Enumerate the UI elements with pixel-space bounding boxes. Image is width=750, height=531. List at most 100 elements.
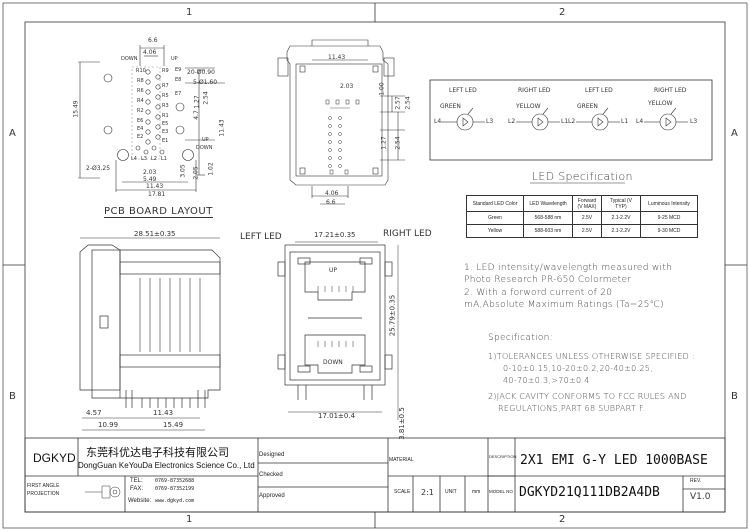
front-view (277, 241, 399, 420)
note-line: Photo Research PR-650 Colormeter (464, 275, 632, 285)
led-spec-header: Forward (V MAX) (572, 195, 602, 212)
first-angle-label: FIRST ANGLE (27, 483, 60, 489)
website-url: www.dgkyd.com (155, 498, 195, 504)
side-view (79, 237, 221, 431)
dim-17-21: 17.21±0.35 (314, 231, 356, 239)
table-row: Yellow 588-603 nm 2.5V 2.1-2.2V 9-30 MCD (466, 224, 698, 238)
dim-4-06: 4.06 (143, 49, 157, 56)
dim-4-57: 4.57 (86, 409, 102, 417)
dim-4-7: 4.7 (192, 110, 200, 120)
company-name-cn: 东莞科优达电子科技有限公司 (86, 447, 229, 459)
pin-e2: E2 (137, 134, 144, 140)
scale-label: SCALE (394, 489, 411, 495)
led-spec-cell: 588-603 nm (523, 224, 573, 238)
led-spec-cell: 2.1-2.2V (601, 211, 641, 225)
tel-number: 0769-87352688 (155, 478, 195, 484)
pin-l3: L3 (141, 156, 147, 162)
led-spec-header: Typical (V TYP) (601, 195, 641, 212)
spec-line: 0-10±0.15,10-20±0.2,20-40±0.25, (503, 364, 654, 373)
dim-6-6: 6.6 (148, 37, 158, 44)
dim-w-11-43: 11.43 (146, 183, 164, 190)
label-down: DOWN (121, 56, 138, 62)
dim-1-27: 1.27 (193, 95, 201, 109)
dim-top-1-27: 1.27 (380, 136, 388, 150)
unit-label: UNIT (445, 489, 457, 495)
led-spec-cell: 2.1-2.2V (601, 224, 641, 238)
dim-15-49: 15.49 (72, 100, 80, 118)
dim-2-54: 2.54 (202, 91, 210, 105)
checked-label: Checked (259, 472, 283, 478)
led1-pin-b: L3 (486, 118, 494, 125)
spec-line: REGULATIONS,PART 68 SUBPART F. (498, 404, 646, 413)
led2-color: YELLOW (516, 103, 541, 110)
note-line: 2. With a forword current of 20 (464, 288, 613, 298)
pin-r3: R3 (162, 103, 169, 109)
dim-side-15-49: 15.49 (163, 421, 184, 429)
spec-line: 2)JACK CAVITY CONFORMS TO FCC RULES AND (488, 392, 687, 401)
pin-e7: E7 (175, 91, 182, 97)
dim-17-8: 17.81 (148, 191, 166, 198)
spec-line: 40-70±0.3,>70±0.4 (503, 376, 590, 385)
led-symbols (441, 107, 688, 131)
grid-row-b: B (9, 391, 16, 402)
dim-top-11-43: 11.43 (328, 54, 346, 61)
led-spec-header: LED Wavelength (523, 195, 573, 212)
pin-r8: R8 (137, 78, 144, 84)
pin-r10: R10 (136, 68, 146, 74)
fax-number: 0769-87352199 (155, 486, 195, 492)
approved-label: Approved (259, 493, 285, 499)
dim-5-49: 5.49 (143, 176, 157, 183)
led3-label: LEFT LED (585, 87, 613, 94)
label-up-2: UP (202, 137, 209, 143)
dim-top-2-03: 2.03 (340, 83, 354, 90)
grid-col-2: 2 (559, 7, 566, 18)
jack-down-label: DOWN (323, 359, 343, 366)
grid-col-1: 1 (186, 7, 193, 18)
led3-pin-b: L1 (621, 118, 629, 125)
led-spec-table: Standard LED Color LED Wavelength Forwar… (466, 195, 698, 238)
led-spec-cell: 2.5V (572, 224, 602, 238)
model-number: DGKYD21Q111DB2A4DB (519, 485, 660, 500)
top-view (277, 39, 405, 205)
led-spec-cell: 568-588 nm (523, 211, 573, 225)
led3-pin-a: L2 (568, 118, 576, 125)
led1-label: LEFT LED (449, 87, 477, 94)
led-spec-title: LED Specification (532, 170, 633, 183)
company-name-en: DongGuan KeYouDa Electronics Science Co.… (78, 461, 255, 470)
left-led-label: LEFT LED (240, 232, 282, 242)
dim-top-1-00: 1.00 (378, 82, 386, 96)
pin-r5: R5 (162, 93, 169, 99)
led-spec-header-row: Standard LED Color LED Wavelength Forwar… (466, 195, 698, 212)
pin-e8: E8 (175, 77, 182, 83)
pin-e3: E3 (162, 129, 169, 135)
designed-label: Designed (259, 452, 285, 458)
pcb-layout-title: PCB BOARD LAYOUT (104, 206, 213, 218)
title-block (24, 437, 726, 513)
description-label: DESCRIPTION (489, 454, 517, 459)
website-label: Website: (128, 498, 152, 504)
pin-r6: R6 (137, 88, 144, 94)
right-led-label: RIGHT LED (383, 229, 432, 239)
dim-holes-big: 5-Ø1.60 (193, 79, 218, 86)
dim-10-99: 10.99 (98, 421, 119, 429)
led4-label: RIGHT LED (654, 87, 687, 94)
rev-label: REV. (690, 478, 702, 484)
table-row: Green 568-588 nm 2.5V 2.1-2.2V 9-25 MCD (466, 211, 698, 225)
pin-r1: R1 (162, 113, 169, 119)
rev-value: V1.0 (690, 492, 711, 502)
material-label: MATERIAL (389, 457, 414, 463)
led2-pin-b: L1 (561, 118, 569, 125)
pin-r4: R4 (137, 98, 144, 104)
led-spec-cell: 9-25 MCD (640, 211, 698, 225)
led-spec-header: Luminous Intensity (640, 195, 698, 212)
grid-col-2-bottom: 2 (559, 514, 566, 525)
led2-pin-a: L2 (508, 118, 516, 125)
pin-l4: L4 (131, 156, 137, 162)
pcb-layout (78, 45, 225, 192)
pin-r9: R9 (162, 68, 169, 74)
led4-color: YELLOW (648, 100, 673, 107)
dim-11-43: 11.43 (218, 119, 226, 137)
scale-value: 2:1 (421, 488, 434, 497)
pin-e6: E6 (137, 118, 144, 124)
dim-top-4-06: 4.06 (325, 190, 339, 197)
